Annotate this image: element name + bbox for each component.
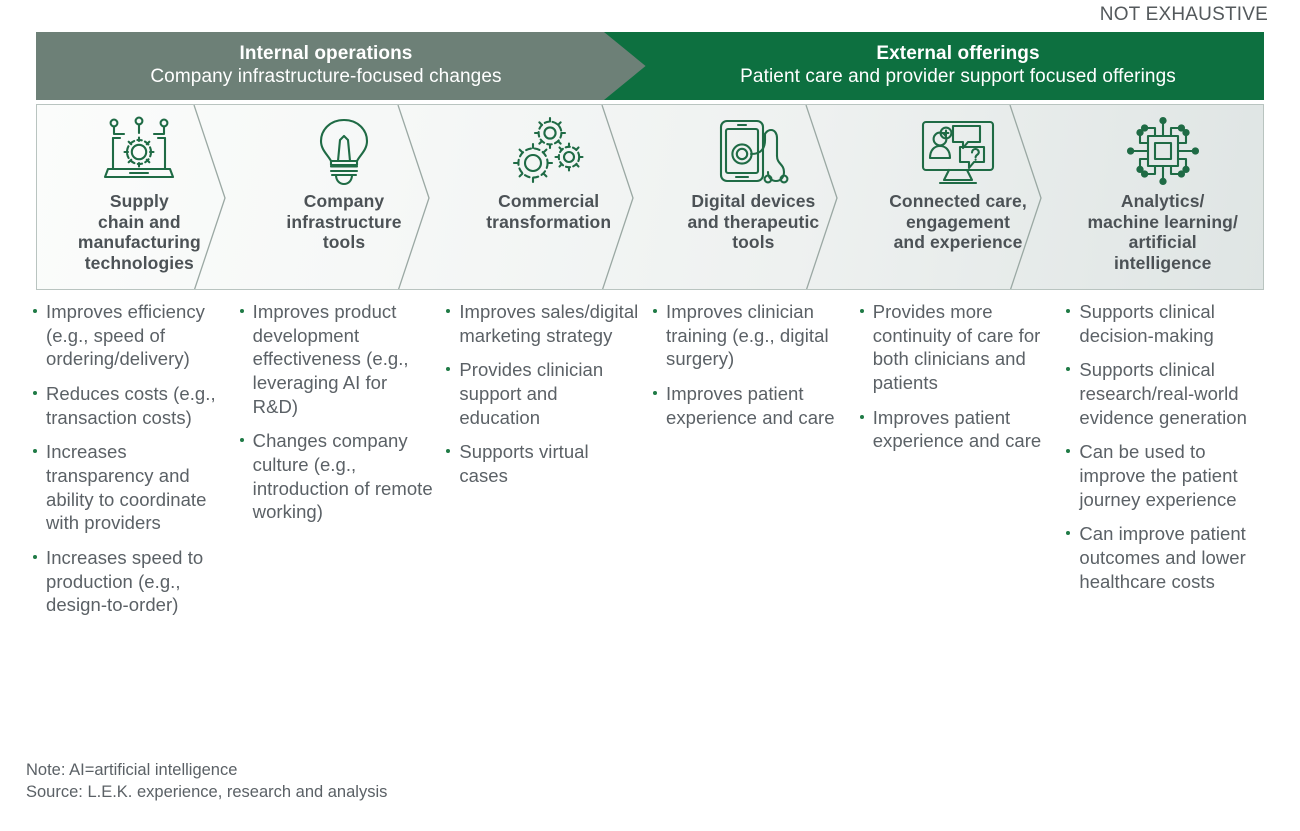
bullet-dot-icon: [33, 449, 37, 454]
category-header-company-infrastructure[interactable]: Company infrastructure tools: [242, 105, 447, 289]
bullet-column-commercial-transformation: Improves sales/digital marketing strateg…: [445, 300, 652, 740]
category-header-supply-chain[interactable]: Supply chain and manufacturing technolog…: [37, 105, 242, 289]
bullet-dot-icon: [239, 309, 244, 313]
monitor-patient-chat-icon: [918, 115, 998, 187]
bullet-list: Improves efficiency (e.g., speed of orde…: [32, 300, 227, 617]
laptop-gear-circuit-icon: [100, 115, 178, 187]
category-label-supply-chain: Supply chain and manufacturing technolog…: [77, 191, 201, 273]
banner-external-offerings: External offerings Patient care and prov…: [604, 32, 1264, 100]
bullet-text: Increases speed to production (e.g., des…: [46, 547, 204, 616]
bullet-text: Improves patient experience and care: [666, 383, 835, 428]
bullet-text: Improves efficiency (e.g., speed of orde…: [46, 301, 205, 370]
footer-source: Source: L.E.K. experience, research and …: [26, 782, 388, 801]
bullet-text: Changes company culture (e.g., introduct…: [252, 430, 433, 523]
banner-internal-title: Internal operations: [239, 43, 413, 65]
bullet-column-company-infrastructure: Improves product development effectivene…: [239, 300, 446, 740]
bullet-item: Improves patient experience and care: [859, 406, 1054, 453]
tablet-stethoscope-icon: [715, 115, 791, 187]
bullet-item: Can be used to improve the patient journ…: [1065, 440, 1260, 511]
bullet-item: Provides more continuity of care for bot…: [859, 300, 1054, 395]
banner-external-title: External offerings: [876, 43, 1040, 65]
bullet-dot-icon: [653, 309, 658, 313]
category-header-connected-care[interactable]: Connected care, engagement and experienc…: [856, 105, 1061, 289]
gears-icon: [511, 115, 587, 187]
not-exhaustive-label: NOT EXHAUSTIVE: [1099, 4, 1268, 25]
bullet-text: Supports clinical decision-making: [1079, 301, 1215, 346]
footer-notes: Note: AI=artificial intelligence Source:…: [26, 760, 387, 804]
bullet-item: Supports virtual cases: [445, 440, 640, 487]
bullet-text: Supports clinical research/real-world ev…: [1079, 359, 1247, 428]
bullet-text: Can be used to improve the patient journ…: [1079, 441, 1238, 510]
bullet-item: Improves product development effectivene…: [239, 300, 434, 418]
category-label-commercial-transformation: Commercial transformation: [486, 191, 612, 232]
bullet-list: Improves product development effectivene…: [239, 300, 434, 524]
bullet-column-connected-care: Provides more continuity of care for bot…: [859, 300, 1066, 740]
bullet-item: Can improve patient outcomes and lower h…: [1065, 522, 1260, 593]
banner-internal-operations: Internal operations Company infrastructu…: [36, 32, 646, 100]
bullet-dot-icon: [653, 391, 658, 396]
bullet-dot-icon: [33, 555, 37, 560]
bullet-text: Provides clinician support and education: [459, 359, 604, 428]
bullet-item: Supports clinical research/real-world ev…: [1065, 358, 1260, 429]
microchip-ai-icon: [1125, 115, 1201, 187]
bullet-text: Improves patient experience and care: [872, 406, 1042, 452]
bullet-dot-icon: [859, 414, 864, 419]
bullet-list: Provides more continuity of care for bot…: [859, 300, 1054, 453]
bullet-column-supply-chain: Improves efficiency (e.g., speed of orde…: [32, 300, 239, 740]
bullet-text: Increases transparency and ability to co…: [46, 441, 207, 534]
banner-row: Internal operations Company infrastructu…: [36, 32, 1264, 100]
category-label-analytics-ai: Analytics/ machine learning/ artificial …: [1087, 191, 1238, 273]
bullet-item: Improves patient experience and care: [652, 382, 847, 429]
bullet-dot-icon: [33, 309, 37, 313]
bullet-dot-icon: [859, 309, 864, 313]
bullet-dot-icon: [446, 449, 451, 454]
bullet-dot-icon: [1066, 367, 1071, 372]
chevron-dividers: [193, 105, 1042, 289]
bullet-item: Increases transparency and ability to co…: [32, 440, 227, 535]
bullet-item: Improves efficiency (e.g., speed of orde…: [32, 300, 227, 371]
category-header-analytics-ai[interactable]: Analytics/ machine learning/ artificial …: [1060, 105, 1263, 289]
bullet-text: Can improve patient outcomes and lower h…: [1079, 523, 1246, 592]
lightbulb-icon: [311, 115, 377, 187]
category-label-connected-care: Connected care, engagement and experienc…: [889, 191, 1027, 253]
banner-internal-subtitle: Company infrastructure-focused changes: [150, 65, 502, 87]
category-headers: Supply chain and manufacturing technolog…: [37, 105, 1263, 289]
bullet-item: Improves clinician training (e.g., digit…: [652, 300, 847, 371]
bullet-column-digital-devices: Improves clinician training (e.g., digit…: [652, 300, 859, 740]
bullet-dot-icon: [446, 309, 451, 313]
bullet-dot-icon: [1066, 309, 1071, 313]
category-label-digital-devices: Digital devices and therapeutic tools: [687, 191, 820, 253]
bullet-item: Changes company culture (e.g., introduct…: [239, 429, 434, 524]
category-icon-band: Supply chain and manufacturing technolog…: [36, 104, 1264, 290]
bullet-text: Improves clinician training (e.g., digit…: [666, 301, 829, 370]
bullet-list: Improves sales/digital marketing strateg…: [445, 300, 640, 488]
bullet-item: Reduces costs (e.g., transaction costs): [32, 382, 227, 429]
bullet-text: Provides more continuity of care for bot…: [872, 301, 1041, 394]
bullet-list: Improves clinician training (e.g., digit…: [652, 300, 847, 429]
bullet-text: Supports virtual cases: [459, 441, 589, 487]
bullet-dot-icon: [33, 391, 37, 396]
bullet-text: Reduces costs (e.g., transaction costs): [46, 383, 216, 428]
bullet-dot-icon: [239, 438, 244, 443]
category-label-company-infrastructure: Company infrastructure tools: [286, 191, 402, 253]
bullet-dot-icon: [1066, 531, 1071, 536]
category-header-commercial-transformation[interactable]: Commercial transformation: [446, 105, 651, 289]
bullet-text: Improves product development effectivene…: [252, 301, 409, 417]
bullet-item: Improves sales/digital marketing strateg…: [445, 300, 640, 347]
banner-external-subtitle: Patient care and provider support focuse…: [740, 65, 1176, 87]
bullet-columns: Improves efficiency (e.g., speed of orde…: [32, 300, 1272, 740]
category-header-digital-devices[interactable]: Digital devices and therapeutic tools: [651, 105, 856, 289]
bullet-item: Increases speed to production (e.g., des…: [32, 546, 227, 617]
bullet-text: Improves sales/digital marketing strateg…: [459, 301, 639, 346]
bullet-dot-icon: [446, 367, 451, 372]
bullet-item: Supports clinical decision-making: [1065, 300, 1260, 347]
bullet-item: Provides clinician support and education: [445, 358, 640, 429]
bullet-dot-icon: [1066, 449, 1071, 454]
footer-note: Note: AI=artificial intelligence: [26, 761, 238, 779]
